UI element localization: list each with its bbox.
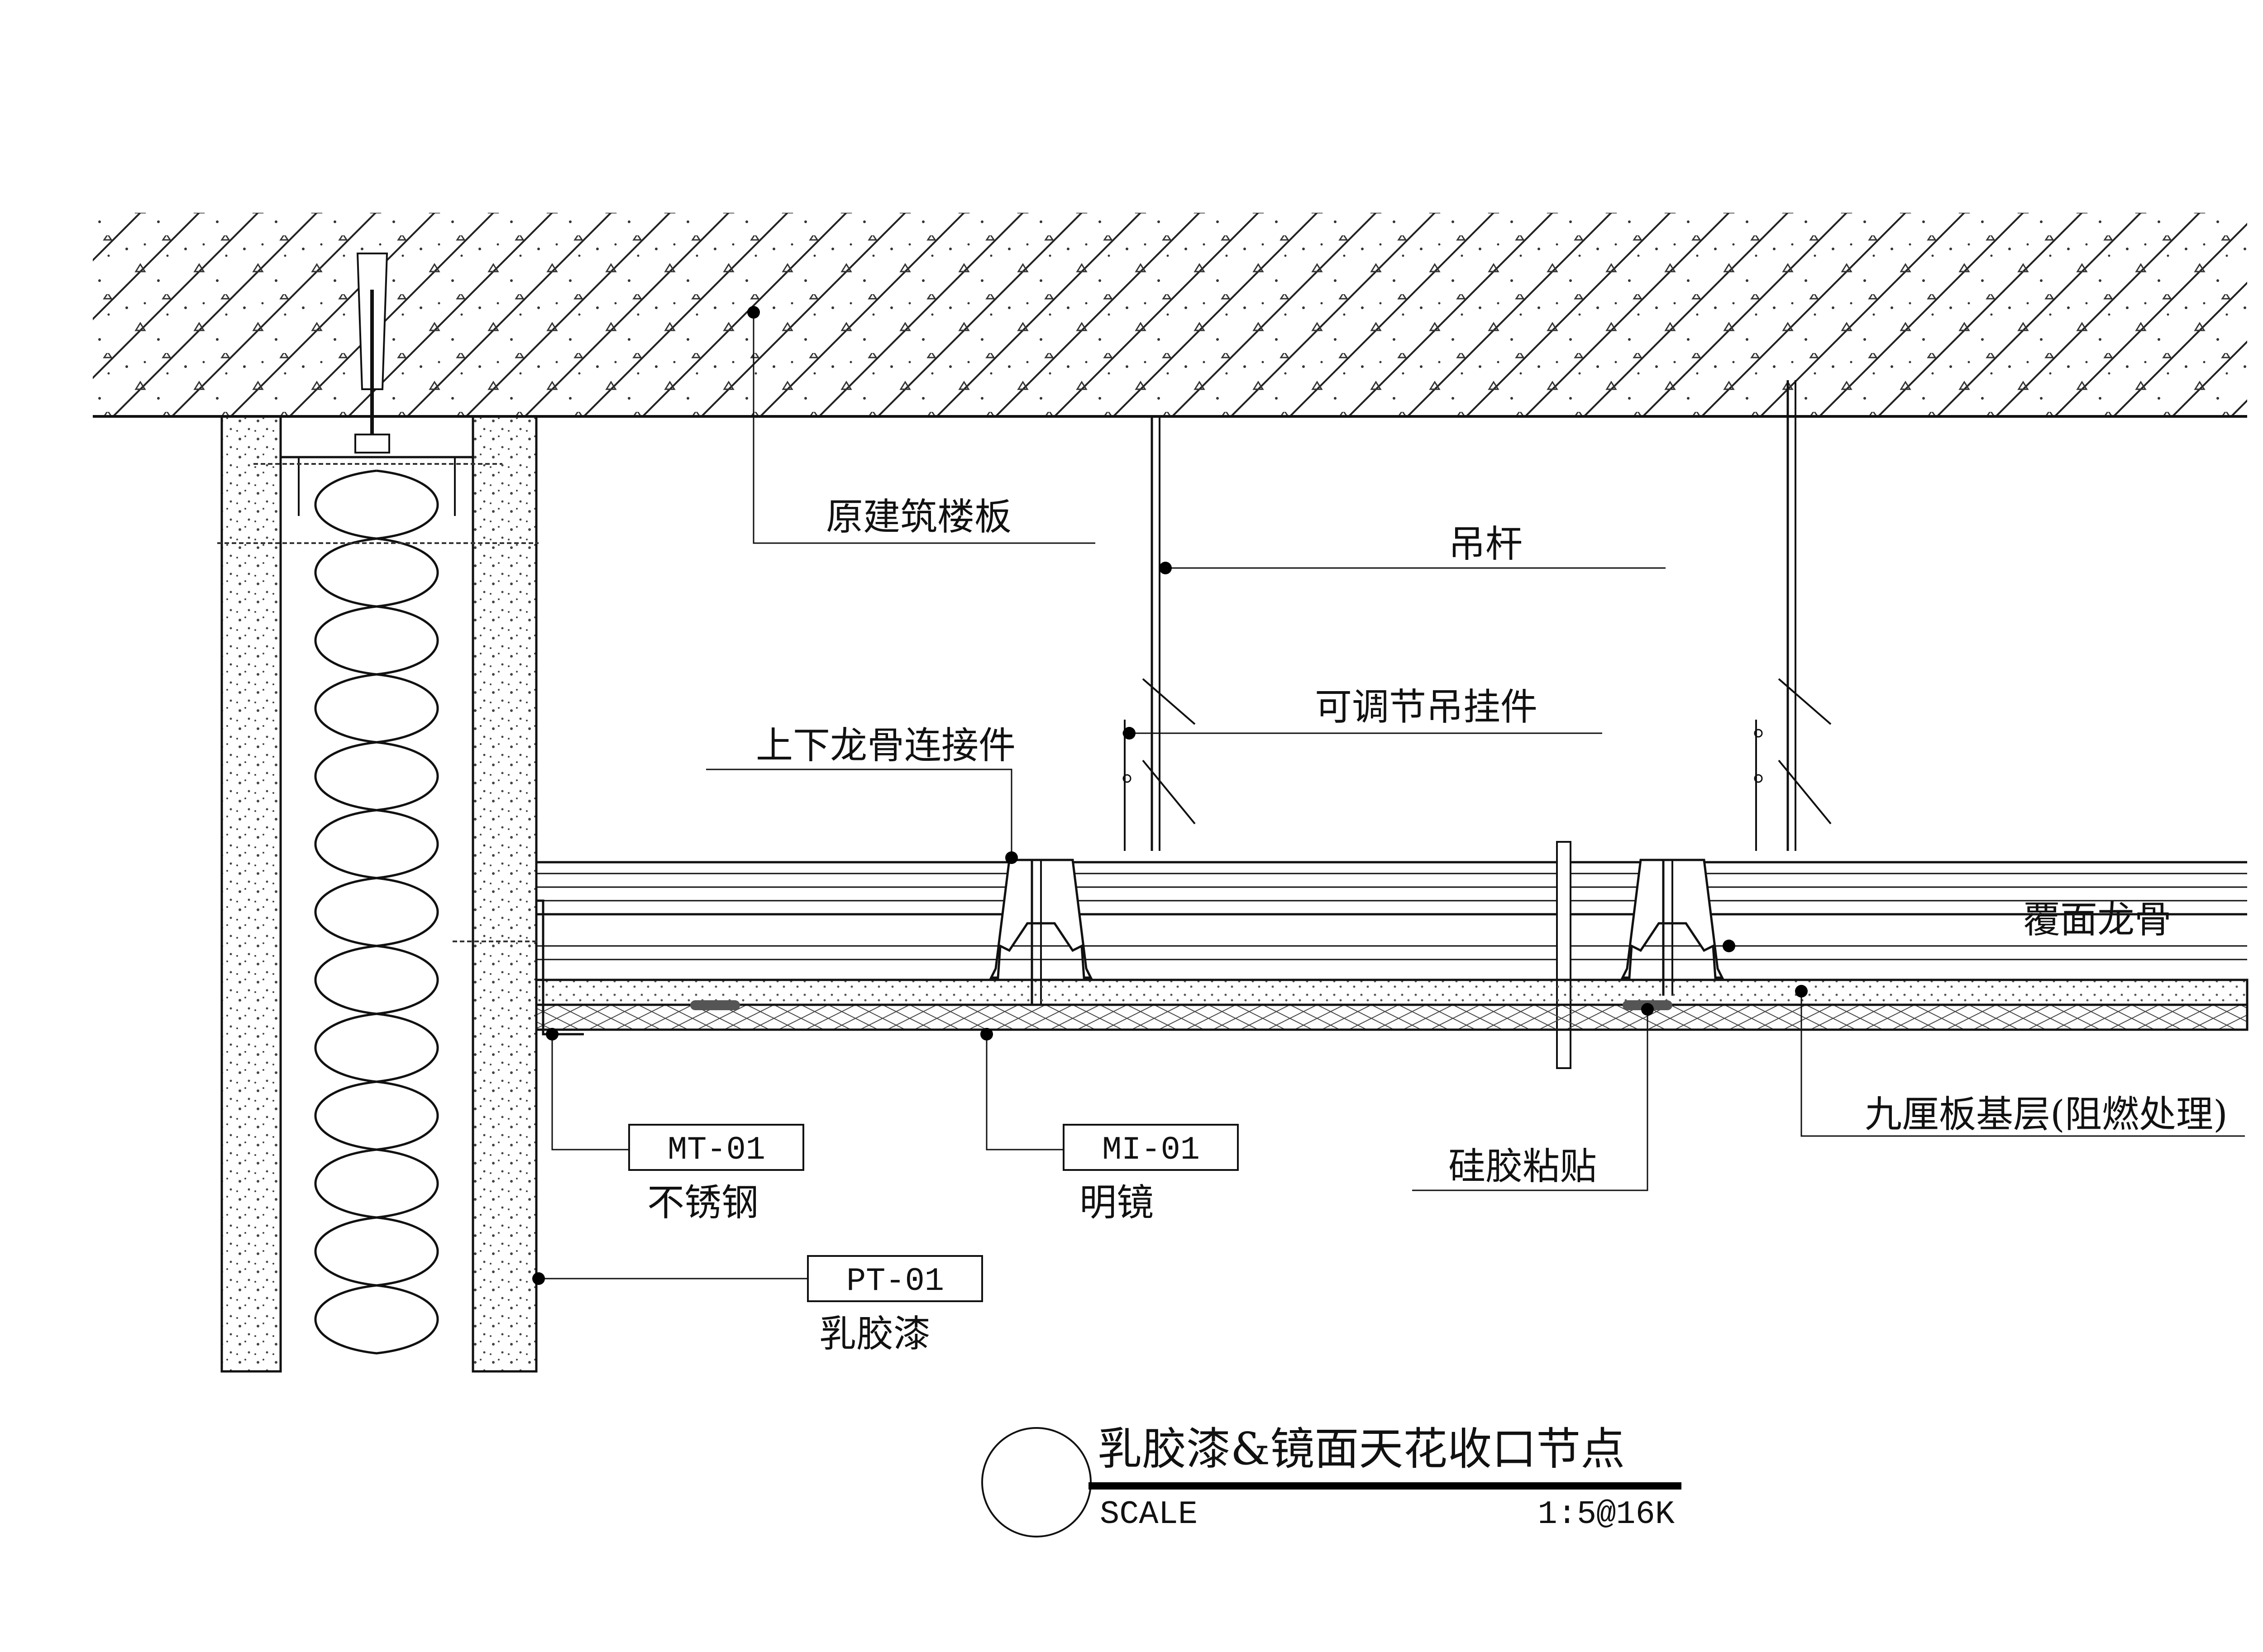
- hanger-rod-right: [1754, 380, 1832, 851]
- label-cover-keel: 覆面龙骨: [2023, 898, 2172, 941]
- drawing-title: 乳胶漆&镜面天花收口节点: [1098, 1423, 1625, 1475]
- tag-mi-code: MI-01: [1102, 1132, 1200, 1169]
- label-mi-name: 明镜: [1079, 1181, 1154, 1224]
- mirror-layer: [535, 1003, 2249, 1031]
- tag-mt-01: MT-01: [628, 1124, 804, 1171]
- label-floor-slab: 原建筑楼板: [826, 496, 1012, 539]
- label-adjustable-hanger: 可调节吊挂件: [1315, 686, 1537, 729]
- partition-wall: [217, 415, 539, 1373]
- plywood-base-layer: [535, 979, 2249, 1006]
- tag-mt-code: MT-01: [668, 1132, 765, 1169]
- scale-value: 1:5@16K: [1538, 1496, 1675, 1533]
- expansion-bolt: [354, 253, 390, 454]
- keel-connector-right: [1620, 859, 1724, 996]
- insulation-wool: [314, 469, 439, 1355]
- scale-label: SCALE: [1100, 1496, 1198, 1533]
- label-hanger-rod: 吊杆: [1448, 523, 1523, 566]
- support-rod: [1556, 841, 1571, 1069]
- label-plywood-base: 九厘板基层(阻燃处理): [1865, 1093, 2228, 1136]
- main-keel: [536, 861, 2247, 960]
- stainless-trim: [536, 899, 584, 1036]
- label-keel-connector: 上下龙骨连接件: [756, 724, 1016, 767]
- label-pt-name: 乳胶漆: [819, 1313, 931, 1356]
- floor-slab: [93, 213, 2247, 418]
- leader-dots: [532, 306, 1808, 1285]
- tag-mi-01: MI-01: [1063, 1124, 1239, 1171]
- tag-pt-01: PT-01: [807, 1255, 983, 1302]
- tag-pt-code: PT-01: [846, 1263, 944, 1300]
- label-mt-name: 不锈钢: [647, 1181, 759, 1224]
- label-silicone-bond: 硅胶粘贴: [1448, 1145, 1597, 1188]
- title-block: 乳胶漆&镜面天花收口节点 SCALE 1:5@16K: [981, 1423, 1681, 1537]
- hanger-rod-left: [1122, 416, 1196, 851]
- leader-lines: [539, 312, 2245, 1280]
